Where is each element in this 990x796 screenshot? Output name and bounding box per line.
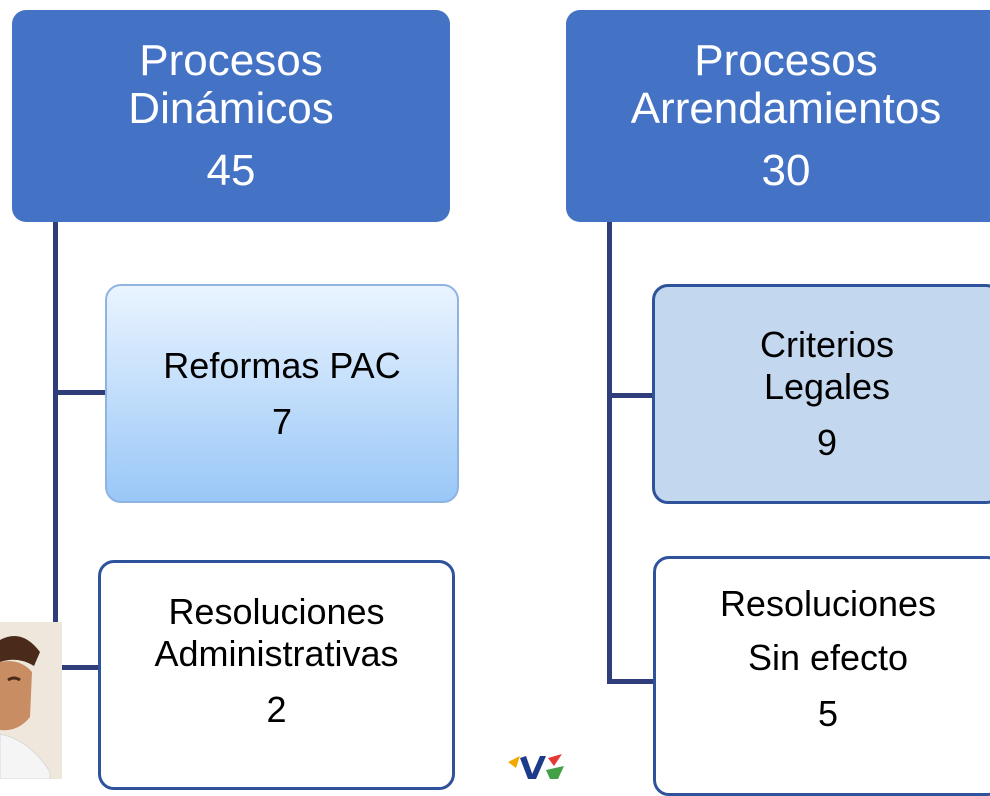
node-resoluciones-sin-efecto-line2: Sin efecto (747, 637, 909, 678)
group-arrendamientos-title-line1: Procesos (694, 36, 878, 85)
node-criterios-legales-line2: Legales (763, 366, 891, 407)
group-dinamicos-count: 45 (206, 146, 256, 195)
group-dinamicos-title-line1: Procesos (139, 36, 323, 85)
node-resoluciones-administrativas-line1: Resoluciones (168, 591, 385, 632)
group-arrendamientos-count: 30 (761, 146, 811, 195)
group-dinamicos-title-line2: Dinámicos (128, 84, 334, 133)
node-resoluciones-sin-efecto-count: 5 (817, 693, 839, 734)
node-criterios-legales-line1: Criterios (759, 324, 894, 365)
group-arrendamientos-title-line2: Arrendamientos (630, 84, 942, 133)
node-resoluciones-sin-efecto: Resoluciones Sin efecto 5 (653, 556, 990, 796)
connector-dinamicos-branch-2 (53, 665, 100, 670)
node-reformas-pac: Reformas PAC 7 (105, 284, 459, 503)
group-arrendamientos-header: Procesos Arrendamientos 30 (566, 10, 990, 222)
connector-dinamicos-branch-1 (53, 390, 106, 395)
person-illustration (0, 622, 62, 780)
node-reformas-pac-label: Reformas PAC (163, 344, 401, 386)
node-resoluciones-administrativas-line2: Administrativas (154, 633, 399, 674)
connector-arrendamientos-branch-1 (607, 393, 655, 398)
connector-arrendamientos-branch-2 (607, 679, 655, 684)
connector-dinamicos-vertical (53, 222, 58, 670)
node-criterios-legales: Criterios Legales 9 (652, 284, 990, 504)
connector-arrendamientos-vertical (607, 222, 612, 684)
node-resoluciones-administrativas: Resoluciones Administrativas 2 (98, 560, 455, 790)
node-criterios-legales-count: 9 (816, 422, 838, 463)
group-dinamicos-header: Procesos Dinámicos 45 (12, 10, 450, 222)
logo-mark-icon (506, 752, 566, 779)
node-reformas-pac-count: 7 (271, 400, 293, 442)
node-resoluciones-administrativas-count: 2 (266, 689, 287, 730)
node-resoluciones-sin-efecto-line1: Resoluciones (719, 583, 937, 624)
